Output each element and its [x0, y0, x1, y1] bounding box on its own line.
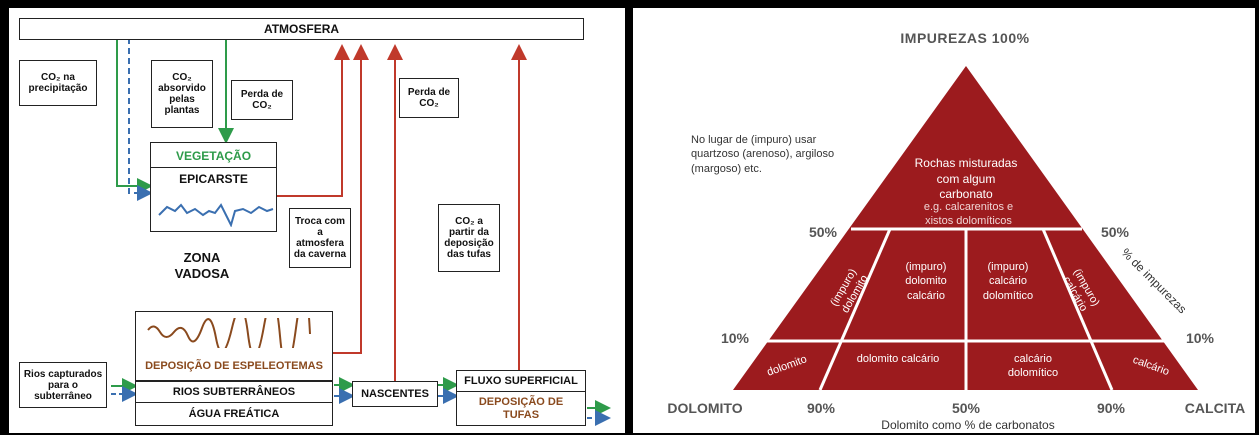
line-diag-left	[818, 228, 892, 391]
surface-flow-label: FLUXO SUPERFICIAL	[464, 375, 578, 387]
pct50-left: 50%	[808, 224, 838, 240]
speleothem-box: DEPOSIÇÃO DE ESPELEOTEMAS	[135, 311, 333, 381]
atmosphere-box: ATMOSFERA	[19, 18, 584, 40]
bot-cell-1: dolomito calcário	[856, 353, 940, 365]
pct10-right: 10%	[1185, 330, 1215, 346]
captured-rivers-box: Rios capturados para o subterrâneo	[19, 362, 107, 408]
epikarst-wave	[158, 203, 274, 227]
tufa-label: DEPOSIÇÃO DE TUFAS	[478, 396, 564, 422]
top-region-example: e.g. calcarenitos e xistos dolomíticos	[923, 201, 1014, 228]
top-label: IMPUREZAS 100%	[900, 30, 1030, 46]
pct50-right: 50%	[1100, 224, 1130, 240]
co2-loss-box-2: Perda de CO₂	[399, 78, 459, 118]
underground-rivers-box: RIOS SUBTERRÂNEOS	[135, 381, 333, 403]
vegetation-label: VEGETAÇÃO	[175, 149, 252, 163]
note-text: No lugar de (impuro) usar quartzoso (are…	[691, 134, 835, 175]
co2-precip-box: CO₂ na precipitação	[19, 60, 97, 106]
groundwater-box: ÁGUA FREÁTICA	[135, 402, 333, 426]
co2-plants-box: CO₂ absorvido pelas plantas	[151, 60, 213, 128]
top-region-title: Rochas misturadas com algum carbonato	[914, 156, 1018, 202]
speleothem-wave	[147, 318, 311, 348]
surface-flow-box: FLUXO SUPERFICIAL DEPOSIÇÃO DE TUFAS	[456, 370, 586, 426]
mid-cell-2: (impuro) calcário dolomítico	[982, 261, 1034, 302]
bot-cell-2: calcário dolomítico	[1007, 353, 1059, 380]
axis-left-label: DOLOMITO	[667, 400, 743, 416]
arrow-precip-green	[116, 38, 153, 194]
arrow-speleothem-red	[333, 44, 369, 354]
co2-loss-box-1: Perda de CO₂	[231, 80, 293, 120]
triangle-svg	[733, 66, 1198, 391]
vadose-zone-label: ZONA VADOSA	[174, 250, 230, 281]
axis-title: Dolomito como % de carbonatos	[881, 418, 1055, 432]
epikarst-box: VEGETAÇÃO EPICARSTE	[150, 142, 277, 232]
flow-arrows	[111, 38, 611, 426]
co2-tufa-box: CO₂ a partir da deposição das tufas	[438, 204, 500, 272]
carbon-cycle-diagram: ATMOSFERA CO₂ na precipitação CO₂ absorv…	[9, 8, 625, 433]
axis-90-right: 90%	[1096, 400, 1126, 416]
arrow-co2-loss-red	[277, 44, 350, 197]
mid-cell-1: (impuro) dolomito calcário	[905, 261, 947, 302]
pct10-left: 10%	[720, 330, 750, 346]
carbonate-triangle-diagram: IMPUREZAS 100% No lugar de (impuro) usar…	[633, 8, 1255, 433]
axis-90-left: 90%	[806, 400, 836, 416]
axis-right-label: CALCITA	[1184, 400, 1246, 416]
springs-box: NASCENTES	[352, 381, 438, 407]
cave-exchange-box: Troca com a atmosfera da caverna	[289, 208, 351, 268]
epikarst-label: EPICARSTE	[179, 172, 248, 186]
axis-50: 50%	[951, 400, 981, 416]
speleothem-label: DEPOSIÇÃO DE ESPELEOTEMAS	[145, 360, 323, 372]
line-diag-right	[1041, 228, 1114, 391]
arrow-precip-blue	[128, 38, 153, 201]
